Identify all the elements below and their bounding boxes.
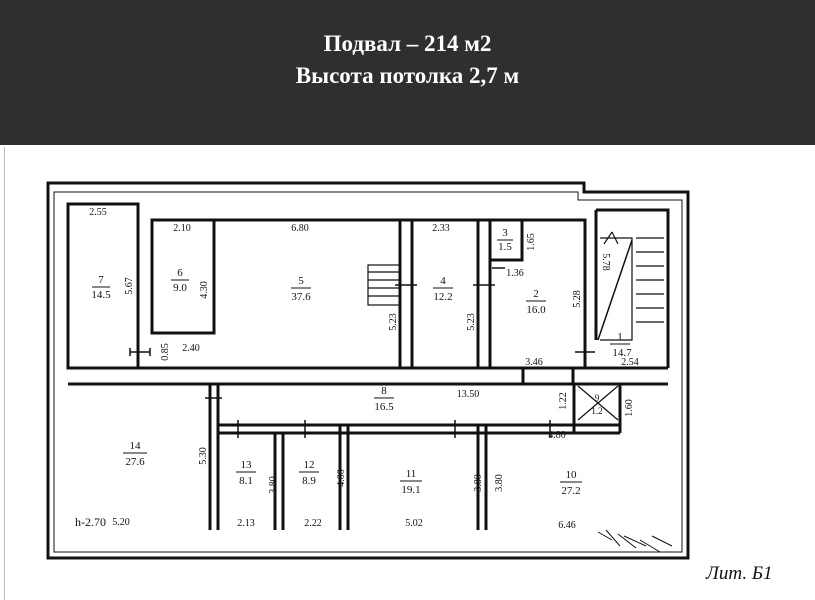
room-2: 216.0 — [526, 288, 546, 316]
svg-text:12: 12 — [304, 459, 315, 471]
room-4: 412.2 — [433, 275, 453, 303]
svg-text:2.13: 2.13 — [237, 518, 255, 529]
ceiling-height-mark: h-2.70 — [75, 515, 106, 529]
svg-text:3.46: 3.46 — [525, 357, 543, 368]
room-7: 714.5 — [91, 274, 111, 301]
room-10: 10 27.2 — [560, 469, 582, 497]
outer-walls — [46, 181, 690, 560]
svg-text:2.33: 2.33 — [432, 223, 450, 234]
room-5: 537.6 — [291, 275, 311, 303]
svg-text:8.9: 8.9 — [302, 475, 316, 487]
svg-text:4.00: 4.00 — [336, 469, 347, 487]
svg-text:10: 10 — [566, 469, 578, 481]
room-14: 14 27.6 — [123, 440, 147, 468]
svg-text:9: 9 — [595, 393, 600, 403]
svg-text:8.1: 8.1 — [239, 475, 253, 487]
svg-text:4.80: 4.80 — [548, 430, 566, 441]
svg-text:5.20: 5.20 — [112, 517, 130, 528]
svg-text:2.54: 2.54 — [621, 357, 639, 368]
stairs — [367, 231, 664, 421]
header-bar: Подвал – 214 м2 Высота потолка 2,7 м — [0, 0, 815, 145]
svg-text:5: 5 — [298, 275, 304, 287]
svg-text:6: 6 — [177, 267, 183, 279]
svg-text:5.30: 5.30 — [198, 447, 209, 465]
svg-text:9.0: 9.0 — [173, 282, 187, 294]
svg-text:14.7: 14.7 — [612, 347, 632, 359]
room-labels: 714.5 69.0 537.6 412.2 31.5 216.0 114.7 … — [91, 227, 632, 497]
svg-text:2: 2 — [533, 288, 539, 300]
room-11: 11 19.1 — [400, 468, 422, 496]
svg-text:11: 11 — [406, 468, 417, 480]
svg-text:14: 14 — [130, 440, 142, 452]
svg-text:12.2: 12.2 — [433, 291, 452, 303]
svg-text:5.67: 5.67 — [124, 277, 135, 295]
room-8: 816.5 — [374, 385, 394, 413]
drawing-code-label: Лит. Б1 — [706, 563, 773, 584]
svg-text:3.80: 3.80 — [473, 474, 484, 492]
svg-text:13: 13 — [241, 459, 253, 471]
svg-text:7: 7 — [98, 274, 104, 286]
svg-text:4.30: 4.30 — [199, 281, 210, 299]
svg-text:1.22: 1.22 — [558, 392, 569, 410]
room-6: 69.0 — [171, 267, 189, 294]
door-marks — [129, 267, 595, 438]
svg-text:5.78: 5.78 — [600, 253, 611, 271]
svg-text:27.2: 27.2 — [561, 485, 580, 497]
svg-text:5.02: 5.02 — [405, 518, 423, 529]
svg-text:3.80: 3.80 — [268, 476, 279, 494]
svg-text:1.2: 1.2 — [591, 406, 602, 416]
svg-text:2.55: 2.55 — [89, 207, 107, 218]
svg-text:27.6: 27.6 — [125, 456, 145, 468]
svg-text:5.28: 5.28 — [572, 290, 583, 308]
svg-text:14.5: 14.5 — [91, 289, 111, 301]
svg-text:16.5: 16.5 — [374, 401, 394, 413]
svg-text:13.50: 13.50 — [457, 389, 480, 400]
svg-text:6.80: 6.80 — [291, 223, 309, 234]
svg-text:1.65: 1.65 — [526, 233, 537, 251]
svg-text:16.0: 16.0 — [526, 304, 546, 316]
svg-text:1.36: 1.36 — [506, 268, 524, 279]
svg-text:8: 8 — [381, 385, 387, 397]
page-title: Подвал – 214 м2 — [323, 31, 492, 56]
corner-marks — [597, 529, 673, 553]
svg-text:2.22: 2.22 — [304, 518, 322, 529]
svg-text:37.6: 37.6 — [291, 291, 311, 303]
svg-text:1.60: 1.60 — [624, 399, 635, 417]
room-1: 114.7 — [610, 331, 632, 359]
svg-text:3: 3 — [502, 227, 508, 239]
svg-text:4: 4 — [440, 275, 446, 287]
room-3: 31.5 — [497, 227, 513, 253]
svg-text:1.5: 1.5 — [498, 241, 512, 253]
interior-walls — [66, 202, 670, 530]
svg-text:2.40: 2.40 — [182, 343, 200, 354]
page-subtitle: Высота потолка 2,7 м — [295, 63, 520, 88]
room-12: 128.9 — [299, 459, 319, 487]
svg-text:19.1: 19.1 — [401, 484, 420, 496]
svg-text:0.85: 0.85 — [160, 343, 171, 361]
room-13: 138.1 — [236, 459, 256, 487]
dimension-labels: 2.55 2.10 6.80 2.33 5.67 4.30 0.85 2.40 … — [89, 207, 639, 531]
svg-text:1: 1 — [617, 331, 623, 343]
svg-text:5.23: 5.23 — [388, 313, 399, 331]
svg-text:5.23: 5.23 — [466, 313, 477, 331]
svg-text:2.10: 2.10 — [173, 223, 191, 234]
room-9: 91.2 — [591, 393, 602, 416]
svg-text:6.46: 6.46 — [558, 520, 576, 531]
svg-text:3.80: 3.80 — [494, 474, 505, 492]
